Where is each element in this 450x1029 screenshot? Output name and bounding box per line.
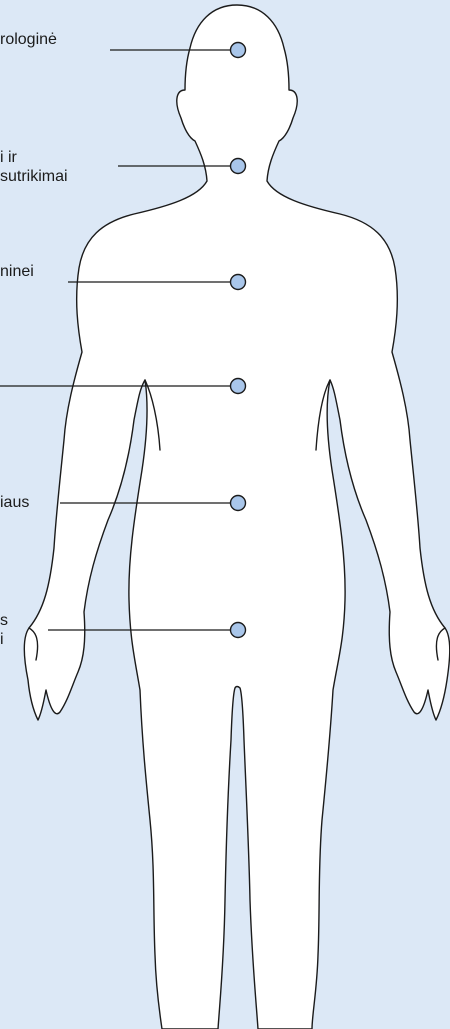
marker-pelvis: [231, 623, 246, 638]
label-pelvis-line-1: s: [0, 611, 8, 630]
label-neck-line-1: i ir: [0, 148, 68, 167]
marker-lower-abdomen: [231, 496, 246, 511]
label-lower-abdomen: iaus: [0, 493, 29, 512]
label-head: rologinė: [0, 30, 57, 49]
label-neck-line-2: sutrikimai: [0, 167, 68, 186]
label-pelvis: s i: [0, 611, 8, 649]
label-neck: i ir sutrikimai: [0, 148, 68, 186]
marker-upper-abdomen: [231, 379, 246, 394]
marker-neck: [231, 159, 246, 174]
marker-head: [231, 43, 246, 58]
marker-chest: [231, 275, 246, 290]
label-chest: ninei: [0, 262, 34, 281]
label-chest-line-1: ninei: [0, 262, 34, 281]
label-lower-abdomen-line-1: iaus: [0, 493, 29, 512]
label-pelvis-line-2: i: [0, 630, 8, 649]
label-head-line-1: rologinė: [0, 30, 57, 49]
